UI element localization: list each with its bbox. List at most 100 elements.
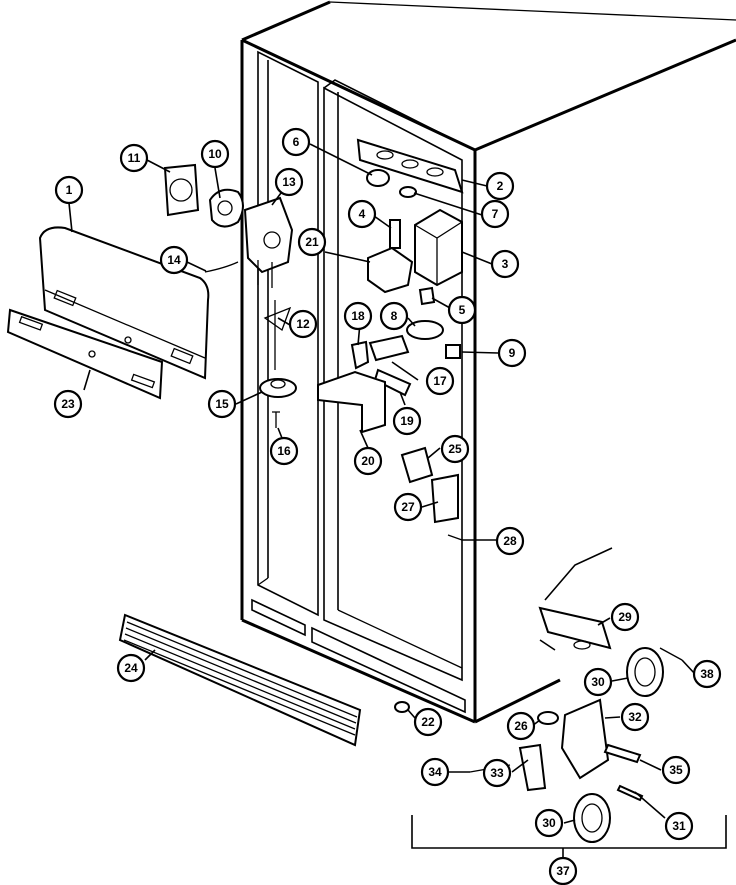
roller-wheel-upper xyxy=(626,647,664,697)
callout-27: 27 xyxy=(393,492,423,522)
leader-lines xyxy=(68,143,696,858)
callout-30-upper: 30 xyxy=(583,667,613,697)
svg-text:2: 2 xyxy=(497,179,504,193)
light-socket xyxy=(366,169,390,187)
roller-bracket xyxy=(538,606,612,650)
svg-text:25: 25 xyxy=(448,442,462,456)
svg-text:19: 19 xyxy=(400,414,414,428)
callout-8: 8 xyxy=(379,301,409,331)
svg-text:22: 22 xyxy=(421,715,435,729)
switch xyxy=(389,219,401,249)
mounting-bracket xyxy=(356,138,464,194)
svg-text:30: 30 xyxy=(542,816,556,830)
bracket-cover xyxy=(400,446,434,484)
svg-text:38: 38 xyxy=(700,667,714,681)
callout-11: 11 xyxy=(119,143,149,173)
svg-text:35: 35 xyxy=(669,763,683,777)
callouts: 1 2 3 4 5 6 7 8 9 10 11 12 13 14 15 16 1… xyxy=(53,127,722,885)
svg-text:14: 14 xyxy=(167,253,181,267)
callout-5: 5 xyxy=(447,295,477,325)
refrigerator-cabinet xyxy=(240,0,736,724)
svg-text:29: 29 xyxy=(618,610,632,624)
callout-32: 32 xyxy=(620,702,650,732)
door-switch xyxy=(368,334,410,362)
svg-text:34: 34 xyxy=(428,765,442,779)
fan-shroud xyxy=(163,163,200,217)
callout-12: 12 xyxy=(288,309,318,339)
callout-30-lower: 30 xyxy=(534,808,564,838)
thermostat-knob xyxy=(406,320,444,340)
fan-motor xyxy=(208,188,244,228)
svg-text:1: 1 xyxy=(66,183,73,197)
callout-4: 4 xyxy=(347,199,377,229)
insulation-roll xyxy=(373,368,412,397)
washer xyxy=(394,701,410,713)
callout-34: 34 xyxy=(420,757,450,787)
control-box xyxy=(414,208,463,287)
callout-23: 23 xyxy=(53,389,83,419)
callout-13: 13 xyxy=(274,167,304,197)
callout-38-upper: 38 xyxy=(692,659,722,689)
svg-text:28: 28 xyxy=(503,534,517,548)
callout-16: 16 xyxy=(269,436,299,466)
callout-9: 9 xyxy=(497,338,527,368)
svg-text:31: 31 xyxy=(672,819,686,833)
control-panel xyxy=(38,226,210,380)
callout-33: 33 xyxy=(482,758,512,788)
leveling-bracket xyxy=(518,743,547,792)
svg-text:4: 4 xyxy=(359,207,366,221)
callout-6: 6 xyxy=(281,127,311,157)
axle xyxy=(616,784,644,802)
roller-wheel-lower xyxy=(573,793,611,843)
callout-31: 31 xyxy=(664,811,694,841)
light-cover xyxy=(317,370,386,434)
callout-26: 26 xyxy=(506,711,536,741)
callout-21: 21 xyxy=(297,227,327,257)
callout-22: 22 xyxy=(413,707,443,737)
callout-1: 1 xyxy=(54,175,84,205)
svg-text:30: 30 xyxy=(591,675,605,689)
callout-25: 25 xyxy=(440,434,470,464)
callout-28: 28 xyxy=(495,526,525,556)
lamp xyxy=(350,340,370,370)
svg-text:5: 5 xyxy=(459,303,466,317)
callout-2: 2 xyxy=(485,171,515,201)
callout-18: 18 xyxy=(343,301,373,331)
callout-17: 17 xyxy=(425,366,455,396)
callout-15: 15 xyxy=(207,389,237,419)
callout-10: 10 xyxy=(200,139,230,169)
trim-strip xyxy=(6,308,164,400)
callout-24: 24 xyxy=(116,653,146,683)
svg-text:13: 13 xyxy=(282,175,296,189)
svg-text:12: 12 xyxy=(296,317,310,331)
svg-text:26: 26 xyxy=(514,719,528,733)
svg-text:16: 16 xyxy=(277,444,291,458)
svg-text:3: 3 xyxy=(502,257,509,271)
svg-text:24: 24 xyxy=(124,661,138,675)
svg-text:33: 33 xyxy=(490,766,504,780)
defrost-timer xyxy=(367,246,414,294)
svg-text:17: 17 xyxy=(433,374,447,388)
callout-20: 20 xyxy=(353,446,383,476)
parts xyxy=(6,138,727,849)
callout-3: 3 xyxy=(490,249,520,279)
callout-7: 7 xyxy=(480,199,510,229)
callout-29: 29 xyxy=(610,602,640,632)
svg-text:7: 7 xyxy=(492,207,499,221)
svg-text:18: 18 xyxy=(351,309,365,323)
svg-text:37: 37 xyxy=(556,864,570,878)
callout-37: 37 xyxy=(548,856,578,885)
svg-text:10: 10 xyxy=(208,147,222,161)
svg-text:27: 27 xyxy=(401,500,415,514)
leveling-nut xyxy=(537,711,559,725)
svg-text:8: 8 xyxy=(391,309,398,323)
svg-text:6: 6 xyxy=(293,135,300,149)
plate xyxy=(603,743,642,764)
damper-housing xyxy=(243,196,294,274)
cap xyxy=(445,344,461,359)
svg-text:11: 11 xyxy=(128,151,141,165)
svg-text:23: 23 xyxy=(61,397,75,411)
clip xyxy=(418,286,436,306)
roller-frame xyxy=(560,698,610,780)
